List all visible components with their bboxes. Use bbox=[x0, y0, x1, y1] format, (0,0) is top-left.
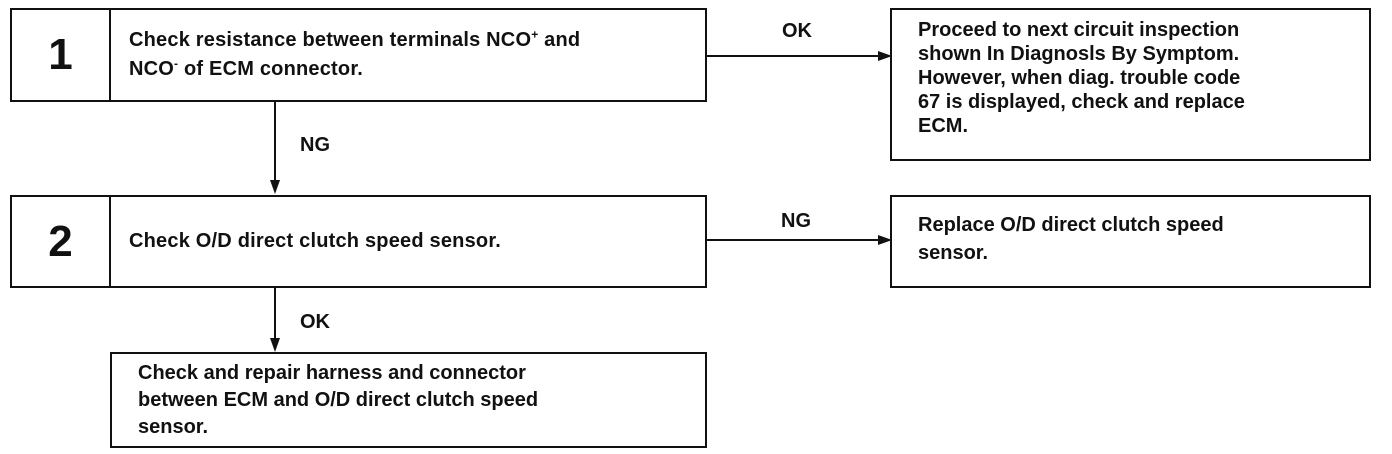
ok-result-line-2: shown In Diagnosls By Symptom. bbox=[918, 43, 1240, 65]
step-1-sup-plus: + bbox=[531, 27, 539, 42]
ng-result-line-2: sensor. bbox=[918, 242, 989, 264]
final-line-1: Check and repair harness and connector bbox=[138, 362, 526, 384]
step-1-text-a: Check resistance between terminals NCO bbox=[129, 29, 532, 51]
step-1-text: Check resistance between terminals NCO+ … bbox=[111, 10, 705, 100]
ok-result-line-4: 67 is displayed, check and replace bbox=[918, 91, 1245, 113]
step-2-box: 2 Check O/D direct clutch speed sensor. bbox=[10, 195, 707, 288]
ok-result-line-1: Proceed to next circuit inspection bbox=[918, 19, 1240, 41]
step-1-text-b: and bbox=[538, 29, 581, 51]
final-action-box: Check and repair harness and connector b… bbox=[110, 352, 707, 448]
ok-result-line-5: ECM. bbox=[918, 115, 968, 137]
step-1-text-c: NCO bbox=[129, 58, 175, 80]
ng-result-line-1: Replace O/D direct clutch speed bbox=[918, 214, 1224, 236]
label-ok-step-1: OK bbox=[782, 20, 812, 42]
label-ng-step-1: NG bbox=[300, 134, 330, 156]
label-ok-step-2: OK bbox=[300, 311, 330, 333]
step-1-text-d: of ECM connector. bbox=[178, 58, 363, 80]
step-2-number: 2 bbox=[12, 197, 111, 286]
step-2-text: Check O/D direct clutch speed sensor. bbox=[129, 230, 501, 252]
step-1-sup-minus: - bbox=[174, 56, 179, 71]
final-line-2: between ECM and O/D direct clutch speed bbox=[138, 389, 539, 411]
ng-result-box-2: Replace O/D direct clutch speed sensor. bbox=[890, 195, 1371, 288]
step-1-box: 1 Check resistance between terminals NCO… bbox=[10, 8, 707, 102]
label-ng-step-2: NG bbox=[781, 210, 811, 232]
final-line-3: sensor. bbox=[138, 416, 209, 438]
ok-result-box-1: Proceed to next circuit inspection shown… bbox=[890, 8, 1371, 161]
step-1-number: 1 bbox=[12, 10, 111, 100]
ok-result-line-3: However, when diag. trouble code bbox=[918, 67, 1241, 89]
